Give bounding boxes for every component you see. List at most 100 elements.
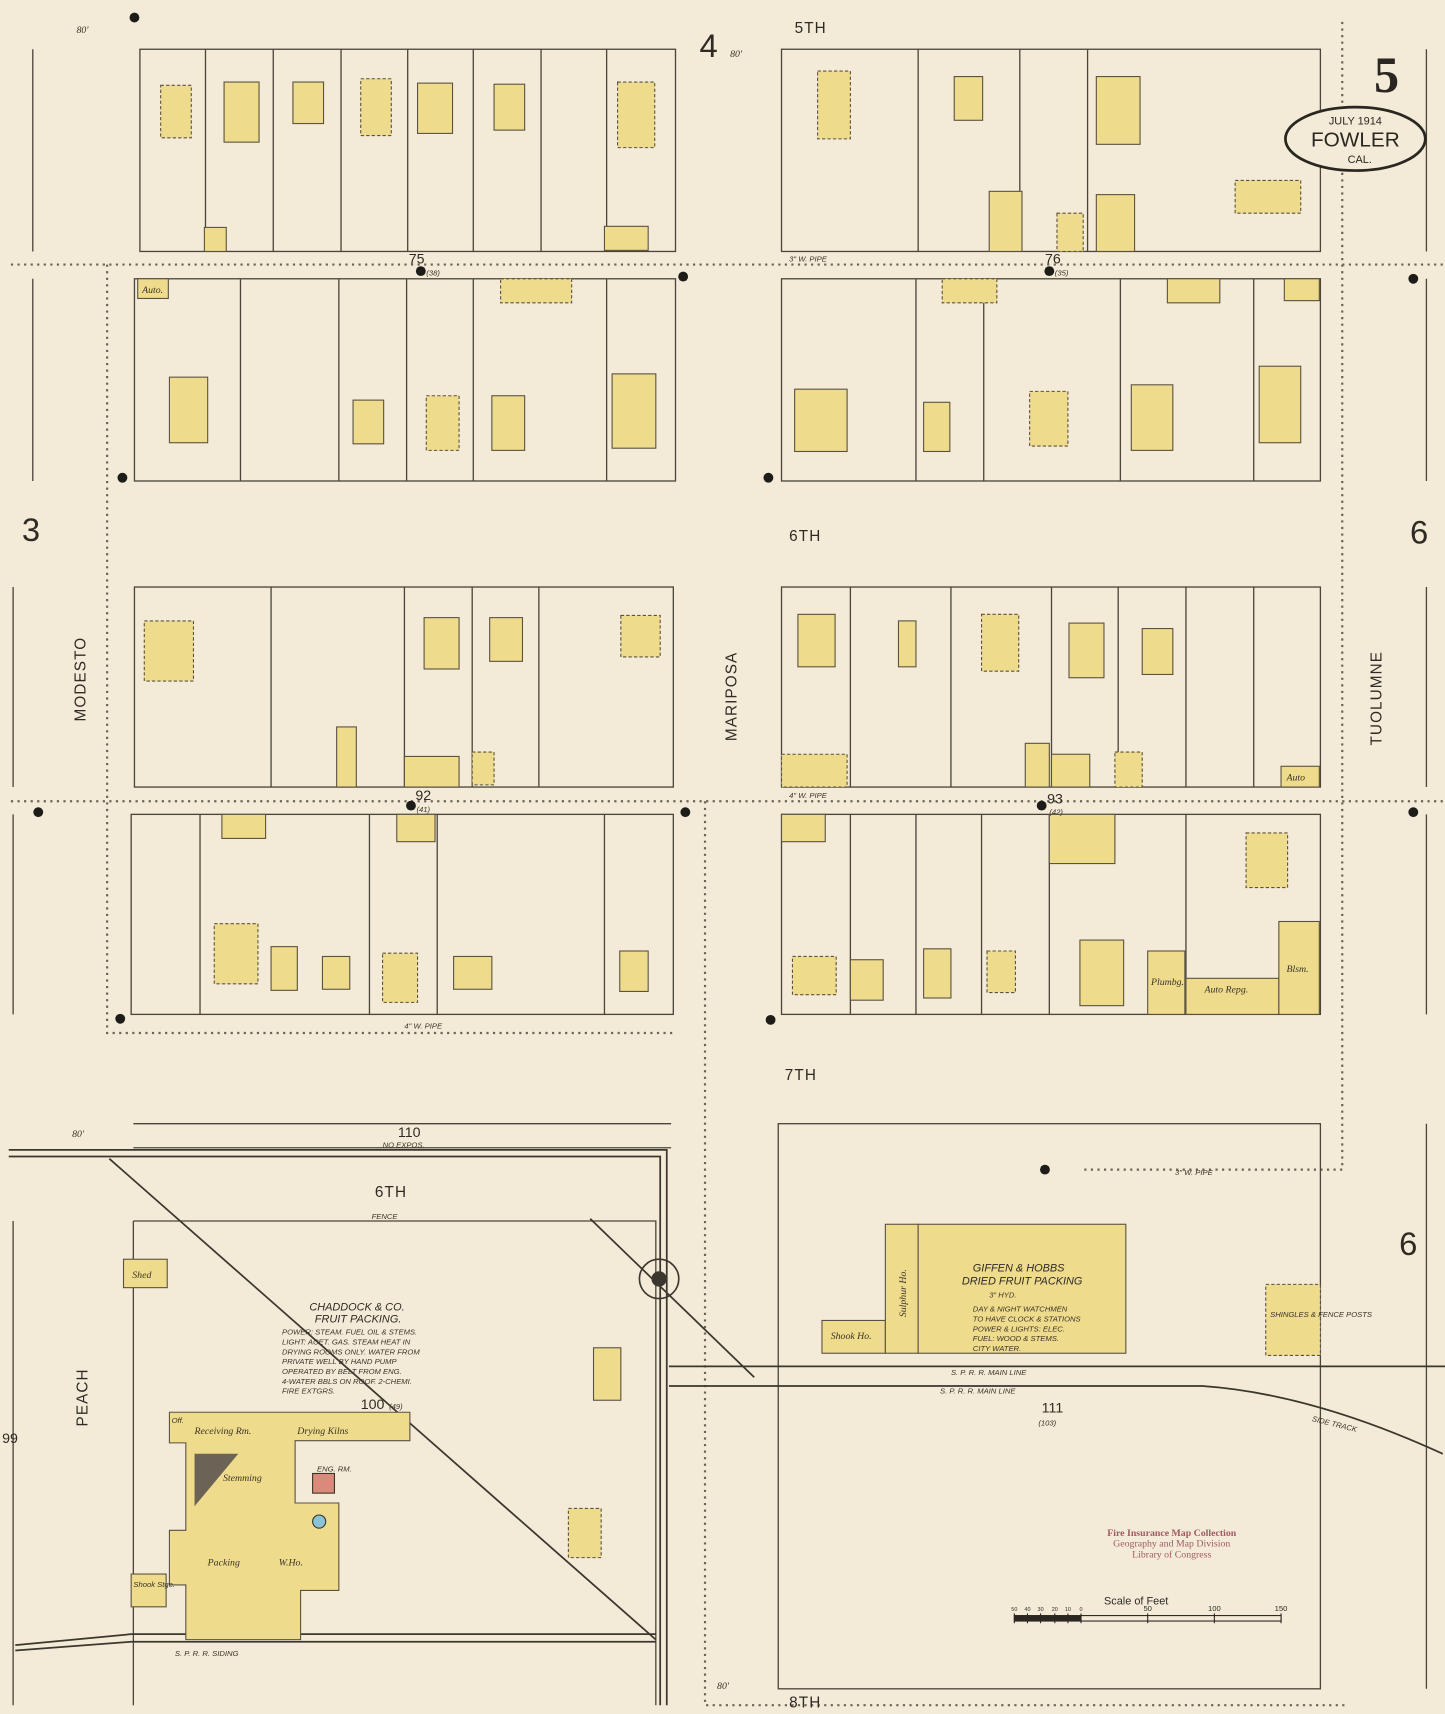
scale-tick-label: 40 [1024, 1607, 1030, 1613]
scale-title: Scale of Feet [1104, 1596, 1168, 1608]
dwelling [1056, 212, 1084, 253]
dwelling [567, 1507, 602, 1559]
dwelling [1166, 278, 1221, 304]
giffen-hobbs-plant: GIFFEN & HOBBS DRIED FRUIT PACKING 3" HY… [962, 1262, 1083, 1353]
dwelling [619, 950, 649, 992]
no-exposure-label: NO EXPOS. [383, 1141, 425, 1150]
railroad-label: S. P. R. R. MAIN LINE [951, 1368, 1027, 1377]
street-5th: 5TH [795, 20, 827, 37]
company-name: GIFFEN & HOBBS [973, 1262, 1065, 1274]
building-label: Shook Stge. [133, 1580, 175, 1589]
dwelling [1095, 194, 1136, 253]
street-width: 80' [77, 25, 90, 36]
sheet-number: 5 [1374, 47, 1399, 103]
dwelling [611, 373, 657, 449]
pipe-label: 4" W. PIPE [404, 1022, 443, 1031]
dwelling [168, 376, 209, 444]
title-town: FOWLER [1311, 129, 1400, 152]
company-note: TO HAVE CLOCK & STATIONS [973, 1315, 1082, 1324]
dwelling [780, 813, 826, 843]
block-alt-number: (41) [416, 805, 430, 814]
dwelling [336, 726, 357, 788]
building-label: Auto Repg. [1204, 985, 1249, 996]
company-note: POWER & LIGHTS: ELEC. [973, 1324, 1065, 1333]
dwelling [1079, 939, 1125, 1007]
company-note: CITY WATER. [973, 1344, 1021, 1353]
company-note: POWER: STEAM. FUEL OIL & STEMS. [282, 1328, 417, 1337]
dwelling [223, 81, 260, 143]
block-number: 75 [409, 251, 425, 267]
dwelling [416, 82, 454, 134]
dwelling [1095, 76, 1141, 145]
buildings [143, 70, 1320, 1559]
block-alt-number: (103) [1038, 1418, 1056, 1427]
street-mariposa: MARIPOSA [724, 652, 741, 742]
dwelling [453, 955, 493, 990]
street-6th: 6TH [789, 528, 821, 545]
adjacent-sheet-left: 3 [22, 511, 40, 548]
building-label: Packing [207, 1557, 240, 1568]
scale-tick-label: 10 [1065, 1607, 1071, 1613]
scale-tick-label: 30 [1038, 1607, 1044, 1613]
dwelling [425, 395, 460, 451]
dwelling [941, 278, 998, 304]
dwelling [849, 959, 884, 1001]
dwelling [981, 613, 1020, 672]
dwelling [1068, 622, 1105, 679]
scale-tick-label: 0 [1079, 1607, 1082, 1613]
building-label: Shed [132, 1270, 151, 1281]
block-number: 110 [398, 1125, 421, 1141]
pipe-label: 4" W. PIPE [789, 791, 828, 800]
street-8th: 8TH [789, 1694, 821, 1711]
building-label: Blsm. [1287, 964, 1309, 975]
dwelling [221, 813, 267, 839]
dwelling [1283, 278, 1320, 302]
dwelling [292, 81, 325, 125]
building-label: Auto [1286, 772, 1306, 783]
building-label: W.Ho. [279, 1557, 303, 1568]
dwelling [500, 278, 573, 304]
dwelling [1050, 753, 1091, 788]
dwelling [489, 617, 524, 662]
railroad-label: S. P. R. R. MAIN LINE [940, 1387, 1016, 1396]
dwelling [1130, 384, 1174, 451]
dwelling [817, 70, 851, 140]
adjacent-sheet-left-edge: 99 [2, 1431, 18, 1447]
street-width: 80' [730, 49, 743, 60]
block-number: 111 [1042, 1400, 1064, 1416]
building-label: SHINGLES & FENCE POSTS [1270, 1310, 1373, 1319]
company-note: OPERATED BY BELT FROM ENG. [282, 1367, 402, 1376]
company-type: FRUIT PACKING. [315, 1314, 402, 1326]
adjacent-sheet-top: 4 [700, 27, 718, 64]
company-note: 4-WATER BBLS ON ROOF. 2-CHEMI. [282, 1377, 412, 1386]
building-label: Drying Kilns [296, 1426, 348, 1437]
dwelling [382, 952, 419, 1003]
dwelling [1234, 179, 1302, 214]
building-label: Shook Ho. [831, 1331, 872, 1342]
dwelling [1258, 365, 1302, 444]
block-alt-number: (38) [426, 269, 440, 278]
water-pipes [10, 21, 1445, 1707]
railroad [8, 1149, 1445, 1706]
svg-text:Geography and Map Division: Geography and Map Division [1113, 1539, 1230, 1550]
adjacent-sheet-right: 6 [1410, 513, 1428, 550]
dwelling [396, 813, 436, 843]
street-peach: PEACH [74, 1368, 91, 1426]
pipe-label: 3" W. PIPE [1175, 1168, 1214, 1177]
dwelling [352, 399, 385, 445]
dwelling [491, 395, 526, 451]
block-numbers: 75(38) 76(35) 92(41) 93(42) 110 100(49) … [361, 251, 1069, 1427]
building-label: Auto. [141, 285, 163, 296]
dwelling [1114, 751, 1143, 788]
dwelling [797, 613, 836, 668]
compass-rose-icon [638, 1258, 680, 1300]
dwelling [403, 755, 460, 788]
pipe-label: 3" W. PIPE [789, 254, 828, 263]
block-number: 100 [361, 1397, 385, 1413]
title-date: JULY 1914 [1329, 116, 1382, 128]
dwelling [617, 81, 656, 149]
labeled-buildings: Auto. Auto Shed Plumbg. Auto Repg. Blsm.… [122, 278, 1373, 1356]
adjacent-sheet-right-lower: 6 [1399, 1225, 1417, 1262]
dwelling [794, 388, 848, 453]
